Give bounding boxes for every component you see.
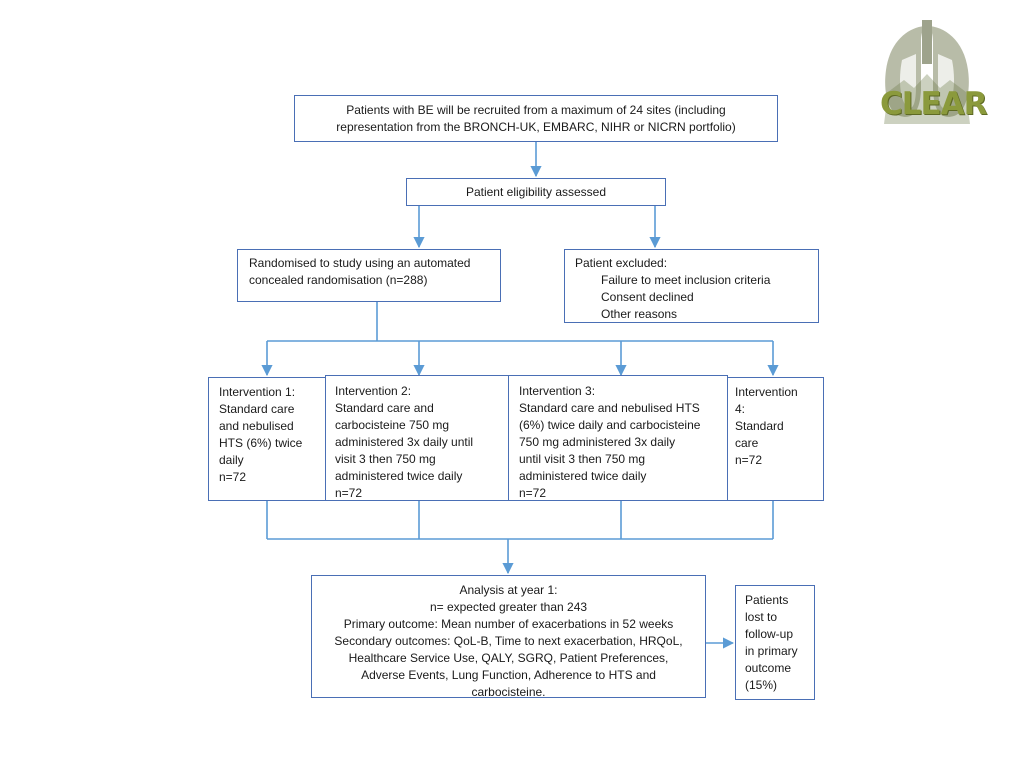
randomised-line: Randomised to study using an automated: [249, 256, 471, 270]
intervention-line: Intervention 2:: [335, 384, 412, 398]
eligibility-box: Patient eligibility assessed: [406, 178, 666, 206]
intervention-line: Standard care: [219, 402, 295, 416]
lost-line: (15%): [745, 678, 778, 692]
intervention-line: Intervention 1:: [219, 385, 296, 399]
excluded-box: Patient excluded: Failure to meet inclus…: [564, 249, 819, 323]
analysis-line: Analysis at year 1:: [459, 583, 558, 597]
intervention-line: administered 3x daily until: [335, 435, 474, 449]
intervention-line: HTS (6%) twice: [219, 436, 303, 450]
lost-line: in primary: [745, 644, 798, 658]
excluded-title: Patient excluded:: [575, 256, 668, 270]
intervention-line: carbocisteine 750 mg: [335, 418, 450, 432]
intervention-2-box: Intervention 2: Standard care and carboc…: [325, 375, 509, 501]
recruit-line: Patients with BE will be recruited from …: [346, 103, 726, 117]
intervention-line: Standard care and nebulised HTS: [519, 401, 700, 415]
intervention-line: n=72: [219, 470, 247, 484]
intervention-4-box: Intervention 4: Standard care n=72: [727, 377, 824, 501]
intervention-line: 750 mg administered 3x daily: [519, 435, 676, 449]
intervention-line: until visit 3 then 750 mg: [519, 452, 646, 466]
intervention-line: Standard: [735, 419, 784, 433]
analysis-line: Primary outcome: Mean number of exacerba…: [343, 617, 674, 631]
intervention-3-box: Intervention 3: Standard care and nebuli…: [508, 375, 728, 501]
clear-logo: CLEAR: [880, 20, 988, 124]
logo-text: CLEAR: [880, 86, 988, 122]
intervention-line: Standard care and: [335, 401, 434, 415]
excluded-reason: Other reasons: [601, 307, 678, 321]
lungs-icon: [884, 20, 970, 124]
analysis-box: Analysis at year 1: n= expected greater …: [311, 575, 706, 699]
lost-line: Patients: [745, 593, 789, 607]
recruitment-box: Patients with BE will be recruited from …: [294, 95, 778, 142]
recruit-line: representation from the BRONCH-UK, EMBAR…: [336, 120, 736, 134]
intervention-line: n=72: [735, 453, 763, 467]
intervention-line: and nebulised: [219, 419, 294, 433]
intervention-line: Intervention 3:: [519, 384, 596, 398]
analysis-line: Healthcare Service Use, QALY, SGRQ, Pati…: [348, 651, 669, 665]
intervention-line: 4:: [735, 402, 746, 416]
analysis-line: n= expected greater than 243: [429, 600, 588, 614]
lost-line: lost to: [745, 610, 778, 624]
randomised-line: concealed randomisation (n=288): [249, 273, 428, 287]
excluded-reason: Failure to meet inclusion criteria: [601, 273, 771, 287]
intervention-1-box: Intervention 1: Standard care and nebuli…: [208, 377, 326, 501]
intervention-line: (6%) twice daily and carbocisteine: [519, 418, 701, 432]
excluded-reason: Consent declined: [601, 290, 694, 304]
intervention-line: n=72: [335, 486, 363, 500]
lost-line: outcome: [745, 661, 792, 675]
intervention-line: care: [735, 436, 759, 450]
lost-line: follow-up: [745, 627, 794, 641]
intervention-line: administered twice daily: [335, 469, 463, 483]
intervention-line: administered twice daily: [519, 469, 647, 483]
analysis-line: Adverse Events, Lung Function, Adherence…: [361, 668, 656, 682]
analysis-line: carbocisteine.: [471, 685, 546, 699]
intervention-line: Intervention: [735, 385, 798, 399]
intervention-line: visit 3 then 750 mg: [335, 452, 436, 466]
eligibility-label: Patient eligibility assessed: [465, 185, 607, 199]
intervention-line: daily: [219, 453, 244, 467]
analysis-line: Secondary outcomes: QoL-B, Time to next …: [334, 634, 683, 648]
intervention-line: n=72: [519, 486, 547, 500]
lost-to-followup-box: Patients lost to follow-up in primary ou…: [735, 585, 815, 700]
randomised-box: Randomised to study using an automated c…: [237, 249, 501, 302]
